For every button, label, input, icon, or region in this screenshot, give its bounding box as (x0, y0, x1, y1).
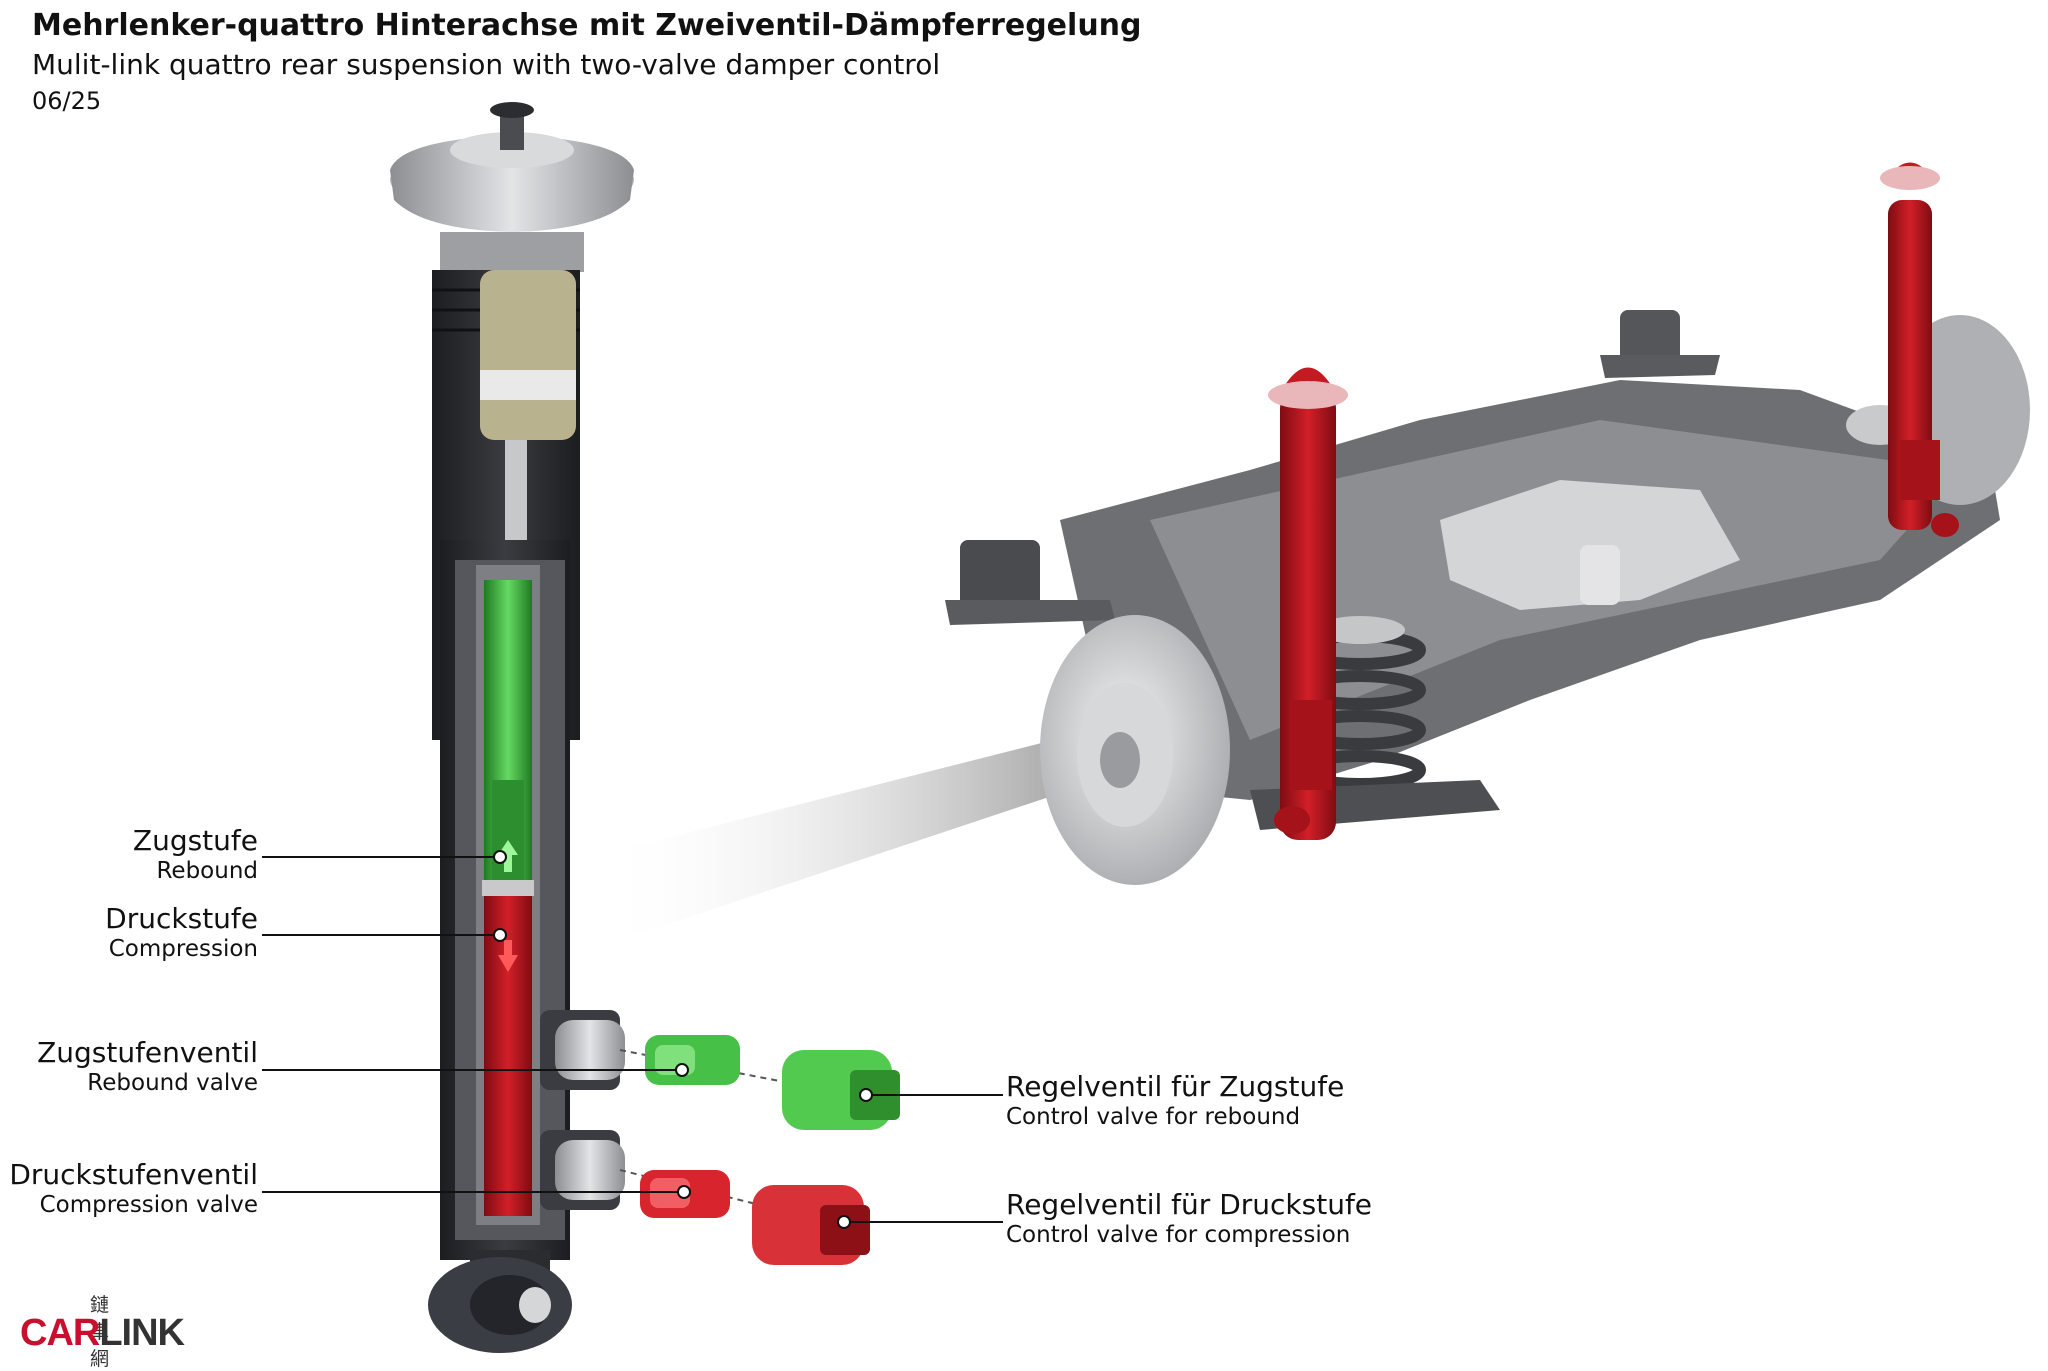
label-control-valve-compression: Regelventil für Druckstufe Control valve… (1006, 1190, 1372, 1248)
label-control-compression-de: Regelventil für Druckstufe (1006, 1188, 1373, 1221)
label-rebound-valve-de: Zugstufenventil (37, 1036, 258, 1069)
label-control-rebound-en: Control valve for rebound (1006, 1104, 1301, 1131)
logo-brand: CARLINK (20, 1312, 185, 1355)
label-compression-valve: Druckstufenventil Compression valve (9, 1160, 258, 1218)
label-control-rebound-de: Regelventil für Zugstufe (1006, 1070, 1345, 1103)
damper-cutaway (390, 102, 634, 1353)
page-date: 06/25 (32, 87, 102, 115)
rear-axle-assembly (945, 162, 2030, 885)
header: Mehrlenker-quattro Hinterachse mit Zweiv… (32, 6, 1142, 119)
label-compression-valve-de: Druckstufenventil (9, 1158, 258, 1191)
label-rebound: Zugstufe Rebound (133, 826, 258, 884)
logo-cjk-text: 鏈車網 (90, 1294, 111, 1370)
label-control-valve-rebound: Regelventil für Zugstufe Control valve f… (1006, 1072, 1344, 1130)
page-subtitle: Mulit-link quattro rear suspension with … (32, 48, 941, 81)
label-compression-de: Druckstufe (105, 902, 258, 935)
label-control-compression-en: Control valve for compression (1006, 1222, 1351, 1249)
label-compression-en: Compression (108, 936, 258, 963)
page-title: Mehrlenker-quattro Hinterachse mit Zweiv… (32, 8, 1142, 43)
label-compression: Druckstufe Compression (105, 904, 258, 962)
label-compression-valve-en: Compression valve (39, 1192, 258, 1219)
leader-lines (262, 850, 1003, 1229)
label-rebound-valve-en: Rebound valve (87, 1070, 258, 1097)
logo-brand-link: LINK (99, 1312, 185, 1354)
label-rebound-valve: Zugstufenventil Rebound valve (37, 1038, 258, 1096)
label-rebound-en: Rebound (156, 858, 258, 885)
logo-brand-car: CAR (20, 1312, 100, 1354)
label-rebound-de: Zugstufe (132, 824, 258, 857)
